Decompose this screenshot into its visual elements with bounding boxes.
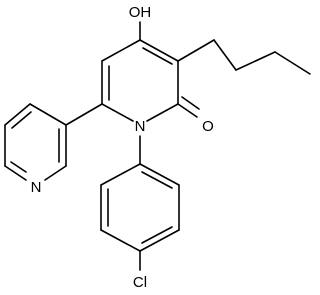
butyl-chain <box>177 39 311 75</box>
bond-c6-pyridine <box>65 103 103 126</box>
bond-py-b <box>4 103 31 126</box>
ring-nitrogen-label: N <box>135 118 146 135</box>
bond-c4-c3 <box>139 39 179 62</box>
double-bond-py-1 <box>11 111 32 129</box>
bond-py-e <box>44 165 67 181</box>
double-bond-c3-c4-inner <box>142 47 173 65</box>
chlorine-label: Cl <box>133 274 147 291</box>
double-bond-py-2 <box>10 161 27 173</box>
chlorophenyl-ring <box>100 135 180 252</box>
bond-ph-a <box>139 163 180 186</box>
bond-c5-c4 <box>101 39 141 62</box>
bond-ph-c <box>139 229 180 252</box>
bond-butyl-4 <box>274 51 311 75</box>
bond-c2-o <box>177 103 198 118</box>
double-bond-ph-2 <box>141 226 173 244</box>
carbonyl-oxygen-label: O <box>202 118 214 135</box>
pyridine-nitrogen-label: N <box>31 179 42 196</box>
double-bond-c2-o <box>181 96 200 110</box>
bond-butyl-3 <box>235 51 276 71</box>
pyridinone-ring <box>101 39 179 122</box>
bond-ph-f <box>100 163 141 186</box>
bond-py-d <box>4 165 27 181</box>
hydroxyl-label: OH <box>129 4 152 21</box>
bond-butyl-1 <box>177 39 215 62</box>
bond-c2-n1 <box>146 103 179 122</box>
bond-n1-c6 <box>101 103 134 122</box>
double-bond-ph-1 <box>141 171 173 189</box>
bond-butyl-2 <box>213 39 237 71</box>
bond-ph-d <box>100 229 141 252</box>
pyridine-ring <box>4 103 103 181</box>
bond-py-a <box>29 103 67 126</box>
